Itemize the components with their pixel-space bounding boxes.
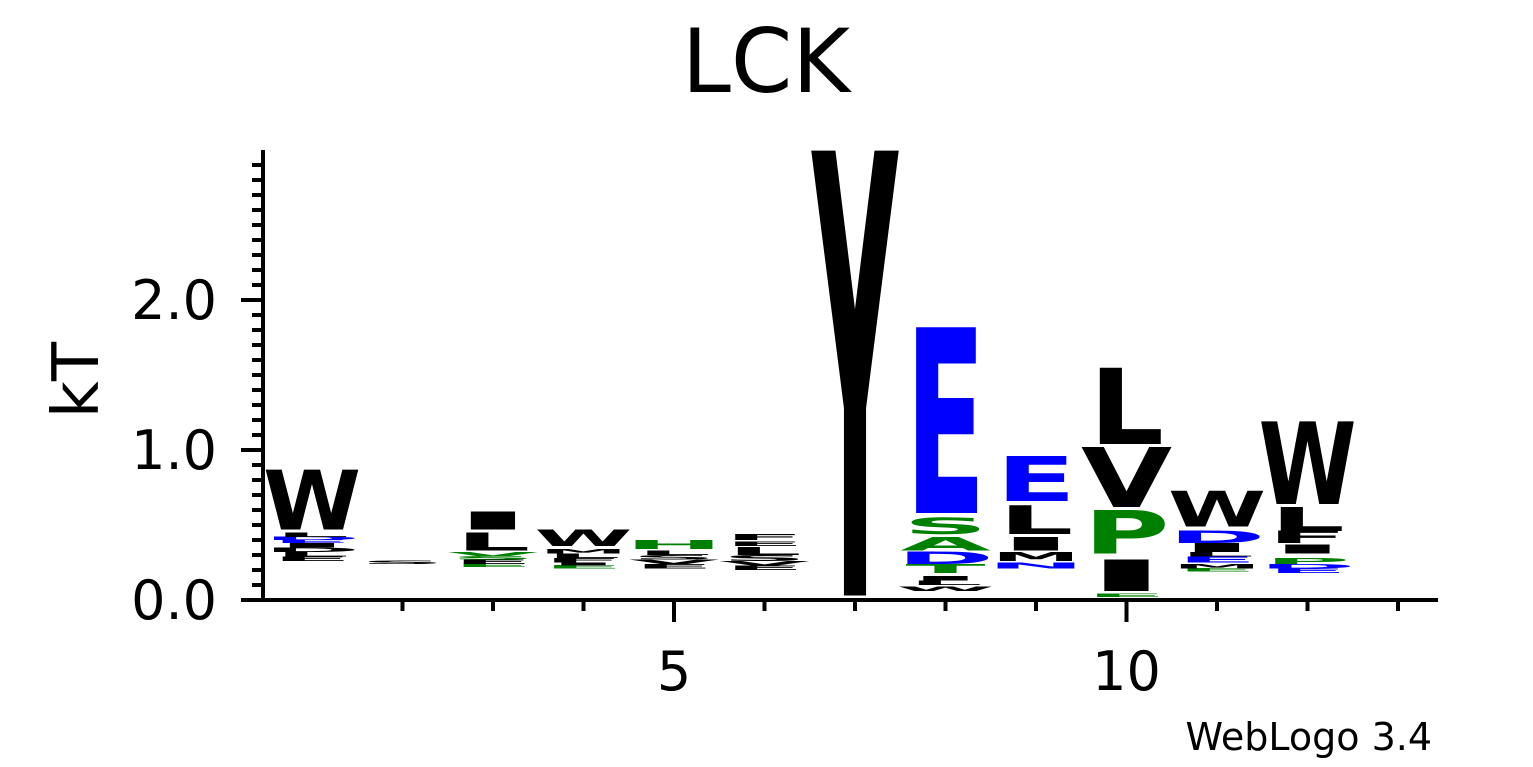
logo-letter-l: L xyxy=(1089,348,1164,469)
logo-letter-a: A xyxy=(900,533,991,555)
logo-letter-s: S xyxy=(722,553,807,563)
y-axis-label: kT xyxy=(40,341,114,418)
chart-title: LCK xyxy=(682,10,852,113)
logo-letter-v: V xyxy=(719,560,811,567)
y-tick-label: 1.0 xyxy=(131,419,217,482)
logo-letter-i: I xyxy=(540,562,628,567)
logo-letter-f: F xyxy=(543,557,623,564)
logo-letter-m: M xyxy=(1173,563,1261,570)
logo-letter-i: I xyxy=(1173,541,1261,555)
logo-letter-l: L xyxy=(546,552,621,559)
logo-letter-m: M xyxy=(992,550,1080,564)
logo-letter-d: D xyxy=(263,536,361,541)
logo-letter-e: E xyxy=(905,277,985,574)
logo-letter-l: L xyxy=(1270,501,1345,539)
axis-ticks: 0.0 1.0 2.0 5 10 xyxy=(131,163,1400,703)
logo-letter-y: Y xyxy=(811,29,899,740)
logo-letter-e: E xyxy=(1086,593,1166,598)
logo-letter-w: W xyxy=(1258,400,1356,531)
logo-letter-d: D xyxy=(1259,563,1357,570)
logo-letter-p: P xyxy=(1083,498,1169,568)
logo-letter-f: F xyxy=(724,532,804,542)
logo-letter-e: E xyxy=(453,558,533,565)
logo-letter-l: L xyxy=(727,545,802,557)
logo-letter-i: I xyxy=(902,575,990,582)
logo-letter-s: S xyxy=(903,513,988,539)
logo-letter-l: L xyxy=(637,549,712,556)
logo-letter-v: V xyxy=(628,558,720,565)
logo-letter-l: L xyxy=(999,498,1074,543)
logo-letter-e: E xyxy=(543,565,623,570)
logo-letter-e: E xyxy=(272,555,352,562)
logo-letter-e: E xyxy=(724,540,804,547)
logo-letter-l: L xyxy=(456,528,531,557)
logo-letter-f: F xyxy=(1267,528,1347,547)
logo-letter-d: D xyxy=(897,549,995,568)
logo-letter-e: E xyxy=(996,445,1076,517)
logo-letter-l: L xyxy=(275,551,350,558)
weblogo-credit: WebLogo 3.4 xyxy=(1186,715,1432,759)
logo-letter-i: I xyxy=(992,533,1080,554)
logo-letter-w: W xyxy=(896,585,994,592)
logo-letter-v: V xyxy=(1081,431,1173,527)
logo-letter-m: M xyxy=(539,548,627,555)
logo-letter-t: T xyxy=(905,562,985,576)
logo-letter-w: W xyxy=(1168,481,1266,539)
logo-letter-h: H xyxy=(625,538,723,552)
logo-letter-i: I xyxy=(1264,542,1352,556)
logo-letter-d: D xyxy=(263,546,361,553)
logo-letter-s: S xyxy=(632,554,717,561)
logo-letter-i: I xyxy=(1083,551,1171,601)
logo-letter-l: L xyxy=(275,531,350,538)
logo-letter-s: S xyxy=(360,560,445,565)
logo-letter-s: S xyxy=(451,556,536,561)
logo-letter-e: E xyxy=(453,563,533,568)
logo-letter-w: W xyxy=(534,525,632,551)
logo-letter-n: N xyxy=(987,561,1085,571)
y-tick-label: 2.0 xyxy=(131,269,217,332)
logo-letter-l: L xyxy=(1180,551,1255,558)
logo-letter-w: W xyxy=(263,455,361,550)
logo-letter-e: E xyxy=(1177,555,1257,565)
logo-letter-e: E xyxy=(1267,567,1347,574)
logo-letter-p: P xyxy=(1264,556,1350,566)
logo-letter-e: E xyxy=(1177,568,1257,573)
y-tick-label: 0.0 xyxy=(131,569,217,632)
logo-letter-v: V xyxy=(447,551,539,558)
logo-letter-l: L xyxy=(908,579,983,586)
x-tick-label: 10 xyxy=(1092,640,1161,703)
logo-letter-d: D xyxy=(1168,528,1266,547)
logo-letter-e: E xyxy=(634,563,714,570)
logo-letter-e: E xyxy=(724,564,804,571)
logo-letter-i: I xyxy=(268,542,356,549)
logo-letter-i: I xyxy=(449,507,537,536)
x-tick-label: 5 xyxy=(657,640,691,703)
logo-letter-e: E xyxy=(272,539,352,544)
